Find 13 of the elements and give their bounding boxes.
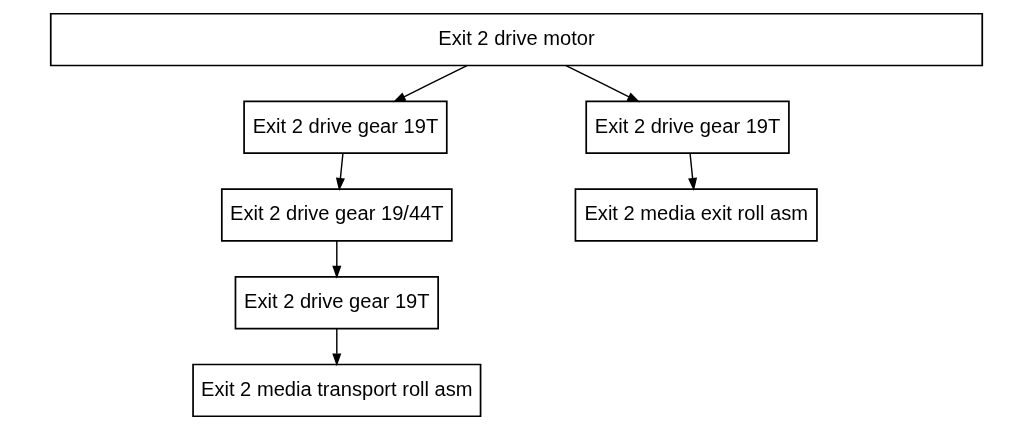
arrow bbox=[331, 327, 341, 367]
arrow bbox=[564, 64, 640, 103]
node-box: Exit 2 drive motor bbox=[49, 12, 983, 67]
node-box: Exit 2 drive gear 19T bbox=[584, 100, 790, 155]
node-box: Exit 2 drive gear 19T bbox=[242, 100, 448, 155]
arrow bbox=[335, 152, 345, 191]
node-box: Exit 2 media transport roll asm bbox=[191, 363, 481, 418]
node-box: Exit 2 drive gear 19/44T bbox=[220, 188, 453, 242]
node-box: Exit 2 media exit roll asm bbox=[574, 188, 818, 242]
node-box: Exit 2 drive gear 19T bbox=[234, 275, 439, 330]
arrow bbox=[392, 64, 468, 103]
arrow bbox=[687, 152, 697, 191]
arrow bbox=[331, 240, 341, 279]
